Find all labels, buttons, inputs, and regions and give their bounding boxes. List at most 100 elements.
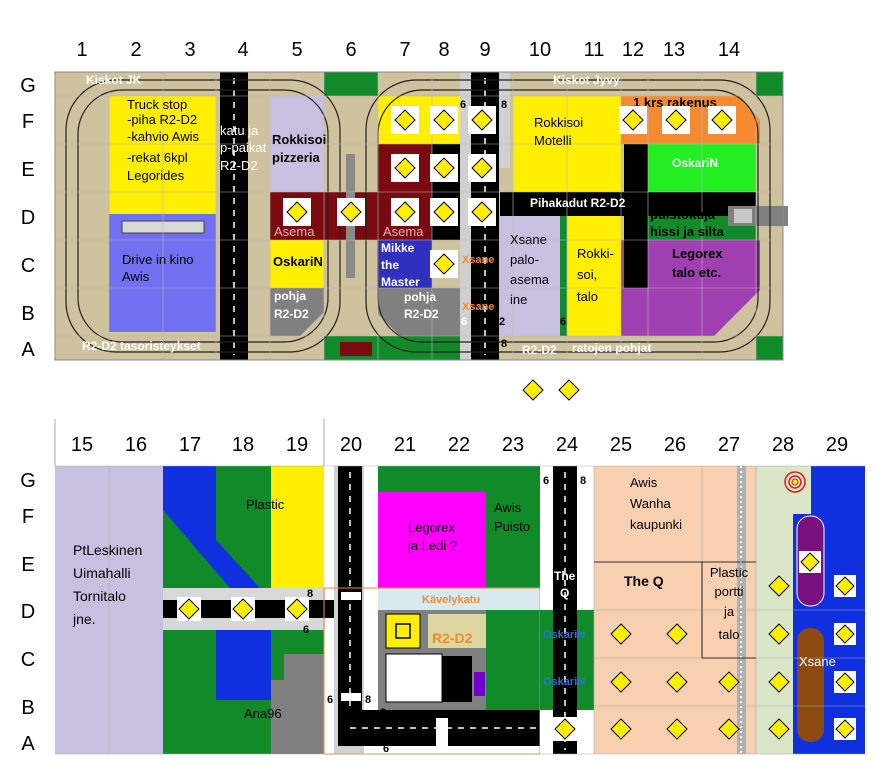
label-the-q-small: The [554, 569, 576, 583]
row-header: F [22, 111, 34, 133]
diamond-marker [834, 671, 856, 693]
row-header: A [21, 733, 35, 755]
diamond-marker [177, 597, 201, 621]
label-pohja-b7: pohja [404, 290, 436, 304]
label-pizzeria: Rokkisoi [272, 132, 326, 147]
label-asema-right: Asema [383, 224, 424, 239]
track-number: 6 [560, 316, 566, 328]
label-awis-wanha: Wanha [630, 496, 671, 511]
diamond-marker [708, 106, 736, 134]
track-number: 6 [461, 316, 467, 328]
track-number: 8 [365, 694, 371, 706]
col-header: 29 [826, 434, 848, 456]
row-header: A [21, 339, 35, 361]
label-mikke: Master [381, 275, 420, 289]
label-mikke: Mikke [381, 241, 415, 255]
col-header: 12 [622, 39, 644, 61]
row-header: C [21, 649, 35, 671]
row-header: D [21, 207, 35, 229]
label-legorex-talo: Legorex [672, 246, 723, 261]
diamond-marker [468, 198, 496, 226]
track-loop-left-inner [77, 89, 329, 343]
black-building [442, 656, 472, 702]
bridge-lift-box [734, 209, 752, 223]
track-number: 8 [380, 707, 386, 719]
label-motelli: Rokkisoi [534, 115, 583, 130]
purple-door [474, 672, 485, 696]
label-truck-stop: Legorides [127, 168, 185, 183]
track-loop-right [365, 79, 771, 353]
label-rokkisoi-talo: talo [577, 289, 598, 304]
col-header: 6 [345, 39, 356, 61]
row-header: B [21, 303, 34, 325]
label-paloasema: Xsane [510, 232, 547, 247]
label-ptleskinen: Tornitalo [73, 588, 126, 604]
col-header: 21 [394, 434, 416, 456]
road-12 [624, 144, 648, 288]
label-paloasema: palo- [510, 252, 539, 267]
diamond-marker [430, 154, 458, 182]
label-motelli: Motelli [534, 133, 572, 148]
diamond-marker [666, 623, 688, 645]
label-oskarin-e13: OskariN [672, 156, 718, 170]
track-number: 6 [460, 99, 466, 111]
legorex-ledi-area [378, 492, 486, 588]
track-number: 8 [580, 475, 586, 487]
small-building-roof [395, 623, 411, 639]
diamond-marker [768, 623, 790, 645]
diamond-marker [662, 106, 690, 134]
label-awis-wanha: Awis [630, 475, 658, 490]
green-diagonal [216, 630, 271, 700]
label-oskarin-c5: OskariN [273, 254, 323, 269]
label-awis-puisto: Puisto [494, 519, 530, 534]
diamond-marker [391, 198, 419, 226]
green-diagonal [163, 630, 271, 754]
col-header: 22 [448, 434, 470, 456]
label-pizzeria: pizzeria [272, 150, 320, 165]
row-header: E [21, 159, 34, 181]
track-number: 6 [543, 475, 549, 487]
paloasema-area [500, 216, 560, 336]
label-katu: katu ja [220, 123, 259, 138]
diamond-marker [430, 198, 458, 226]
label-paloasema: asema [510, 272, 550, 287]
col-header: 15 [71, 434, 93, 456]
col-header: 18 [232, 434, 254, 456]
label-plastic-portti: Plastic [710, 565, 749, 580]
diamond-marker [430, 106, 458, 134]
diamond-marker [610, 623, 632, 645]
col-header: 26 [664, 434, 686, 456]
row-header: C [21, 255, 35, 277]
mikke-area [378, 240, 432, 288]
grass-patch [378, 336, 460, 360]
green-area [577, 610, 594, 710]
green-diagonal [216, 700, 271, 754]
label-rokkisoi-talo: soi, [577, 267, 597, 282]
top-board-border [54, 71, 784, 361]
col-header: 3 [184, 39, 195, 61]
track-number: 6 [327, 694, 333, 706]
pohja-b7-area [378, 288, 460, 336]
diamond-marker [834, 623, 856, 645]
track-number: 8 [501, 338, 507, 350]
label-truck-stop: -piha R2-D2 [127, 112, 197, 127]
diamond-marker [468, 154, 496, 182]
col-header: 10 [529, 39, 551, 61]
white-building [385, 653, 443, 703]
label-one-krs: 1 krs rakenus [633, 95, 717, 110]
label-kavelykatu: Kävelykatu [422, 594, 480, 606]
top-grid [55, 72, 783, 360]
label-puistokuja: hissi ja silta [650, 224, 724, 239]
label-plastic: Plastic [246, 497, 285, 512]
top-column-headers: 1 2 3 4 5 6 7 8 9 10 11 12 13 14 [76, 39, 740, 61]
grass-patch [756, 336, 783, 360]
label-r2d2-d12: R2-D2 [650, 190, 688, 205]
bottom-map: 15 16 17 18 19 20 21 22 23 24 25 26 27 2… [20, 419, 865, 755]
target-icon [784, 471, 806, 493]
col-header: 14 [718, 39, 740, 61]
track-number: 6 [303, 624, 309, 636]
diamond-marker [391, 154, 419, 182]
col-header: 19 [286, 434, 308, 456]
diamond-marker [834, 718, 856, 740]
